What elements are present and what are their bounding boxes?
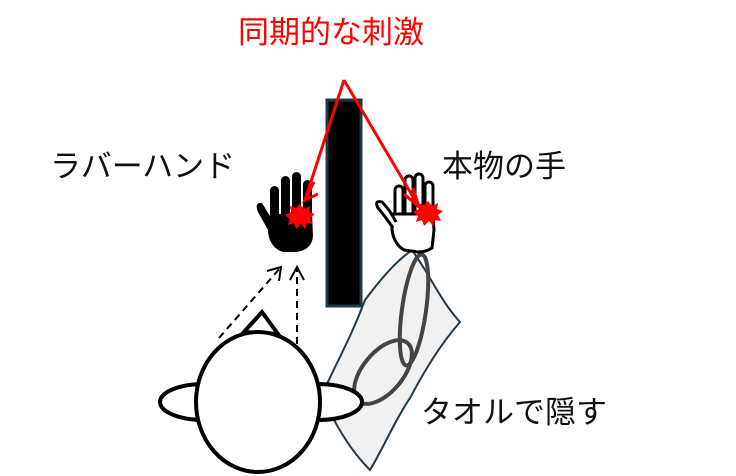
gaze-arrows [218, 264, 305, 344]
towel-label: タオルで隠す [421, 395, 607, 431]
rubber-hand-label: ラバーハンド [50, 149, 236, 185]
starburst-icon [413, 201, 443, 226]
real-hand-label: 本物の手 [442, 149, 566, 185]
stimulus-label: 同期的な刺激 [238, 15, 424, 51]
head-top-view [158, 308, 364, 474]
head [194, 330, 322, 474]
partition-board [325, 98, 363, 308]
starburst-icon [285, 204, 315, 229]
